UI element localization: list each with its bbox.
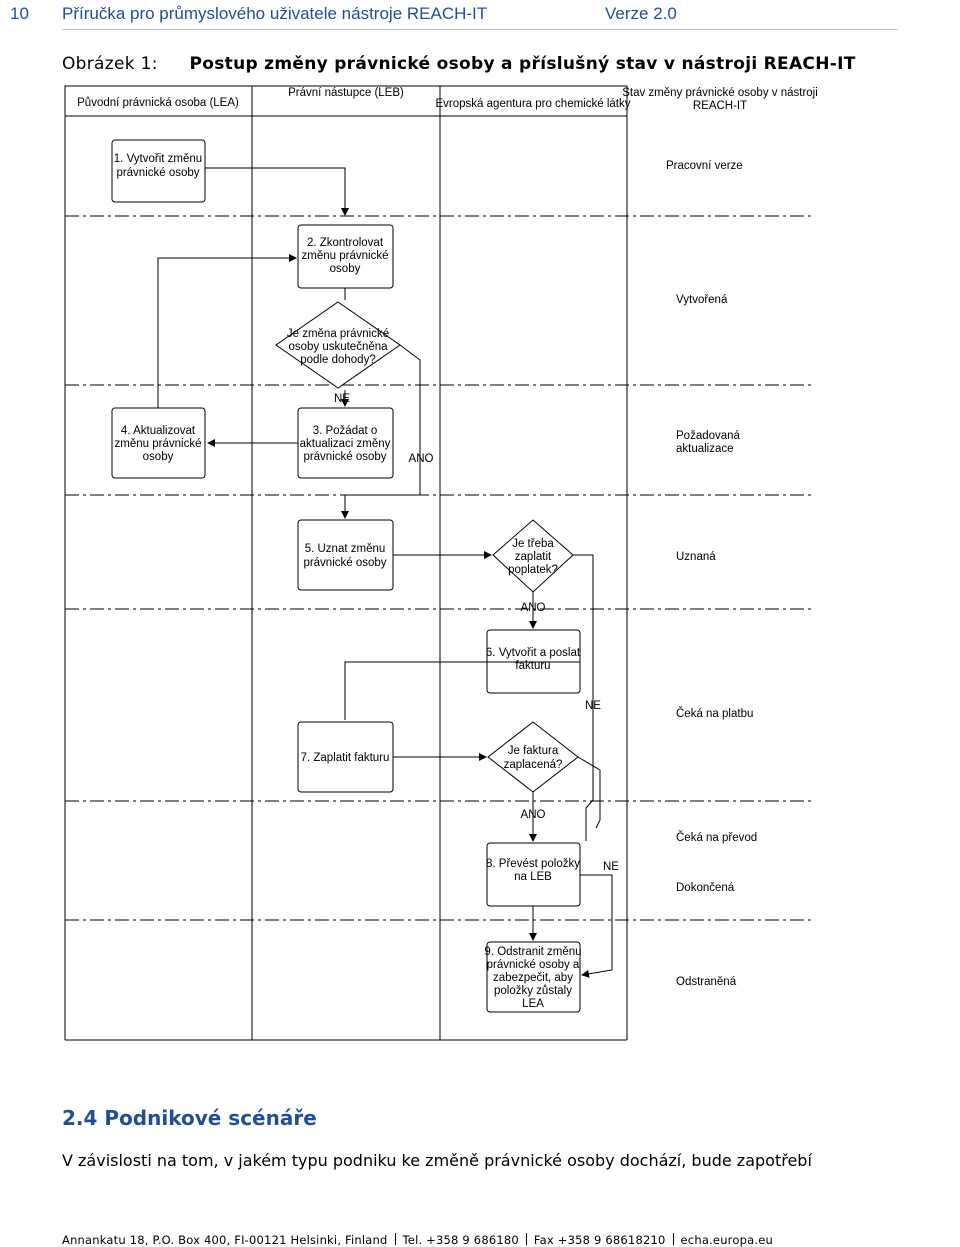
label-ano-2: ANO xyxy=(521,602,546,614)
footer-address: Annankatu 18, P.O. Box 400, FI-00121 Hel… xyxy=(62,1233,388,1247)
section-heading: 2.4 Podnikové scénáře xyxy=(62,1106,317,1130)
decision-2-text-1: Je třeba xyxy=(512,538,554,550)
status-ceka-na-platbu: Čeká na platbu xyxy=(676,707,753,720)
step-9-text-1: 9. Odstranit změnu xyxy=(484,946,581,958)
status-vytvorena: Vytvořená xyxy=(676,294,728,306)
figure-caption: Postup změny právnické osoby a příslušný… xyxy=(189,54,856,74)
header-rule xyxy=(62,29,898,30)
section-title: Podnikové scénáře xyxy=(104,1106,317,1130)
decision-1-text-3: podle dohody? xyxy=(300,354,375,366)
step-9-text-4: položky zůstaly xyxy=(494,985,572,997)
status-dokoncena: Dokončená xyxy=(676,882,735,894)
status-pracovni-verze: Pracovní verze xyxy=(666,160,743,172)
step-8-text-1: 8. Převést položky xyxy=(486,858,580,870)
page-number: 10 xyxy=(10,4,29,23)
status-pozadovana-2: aktualizace xyxy=(676,443,734,455)
footer-separator xyxy=(394,1233,396,1245)
page-header: 10 Příručka pro průmyslového uživatele n… xyxy=(0,0,960,30)
decision-2-text-2: zaplatit xyxy=(515,551,552,563)
step-8-text-2: na LEB xyxy=(514,871,552,883)
page-footer: Annankatu 18, P.O. Box 400, FI-00121 Hel… xyxy=(62,1233,773,1247)
label-ne-2: NE xyxy=(585,700,601,712)
step-4-text-2: změnu právnické xyxy=(115,438,202,450)
step-7-text: 7. Zaplatit fakturu xyxy=(301,752,390,764)
body-paragraph: V závislosti na tom, v jakém typu podnik… xyxy=(62,1151,812,1170)
step-4-text-1: 4. Aktualizovat xyxy=(121,425,196,437)
step-9-text-2: právnické osoby a xyxy=(487,959,580,971)
footer-fax: Fax +358 9 68618210 xyxy=(533,1233,666,1247)
step-9-box xyxy=(486,941,581,1013)
status-ceka-na-prevod: Čeká na převod xyxy=(676,831,757,844)
status-pozadovana-1: Požadovaná xyxy=(676,430,741,442)
status-uznana: Uznaná xyxy=(676,551,716,563)
lane-title-lea: Původní právnická osoba (LEA) xyxy=(77,97,239,109)
label-ano-3: ANO xyxy=(521,809,546,821)
step-4-text-3: osoby xyxy=(143,451,174,463)
document-title: Příručka pro průmyslového uživatele nást… xyxy=(62,4,488,23)
label-ne-1: NE xyxy=(334,393,350,405)
decision-1-text-2: osoby uskutečněna xyxy=(288,341,388,353)
lane-title-status-1: Stav změny právnické osoby v nástroji xyxy=(622,87,818,99)
step-2-text-1: 2. Zkontrolovat xyxy=(307,237,384,249)
step-2-text-2: změnu právnické xyxy=(302,250,389,262)
step-2-text-3: osoby xyxy=(330,263,361,275)
document-version: Verze 2.0 xyxy=(605,4,677,23)
decision-3-text-2: zaplacená? xyxy=(504,759,563,771)
step-3-text-3: právnické osoby xyxy=(303,451,386,463)
decision-3 xyxy=(487,721,579,793)
lane-title-status-2: REACH-IT xyxy=(693,100,747,112)
footer-web: echa.europa.eu xyxy=(680,1233,773,1247)
decision-1 xyxy=(275,301,401,389)
step-5-box xyxy=(297,519,394,591)
decision-3-text-1: Je faktura xyxy=(508,745,559,757)
figure-title: Obrázek 1: Postup změny právnické osoby … xyxy=(62,54,856,74)
step-9-text-5: LEA xyxy=(522,998,544,1010)
step-6-text-1: 6. Vytvořit a poslat xyxy=(486,647,581,659)
step-1-text-1: 1. Vytvořit změnu xyxy=(114,153,202,165)
section-number: 2.4 xyxy=(62,1106,98,1130)
step-9-text-3: zabezpečit, aby xyxy=(493,972,573,984)
status-odstranena: Odstraněná xyxy=(676,976,737,988)
step-6-text-2: fakturu xyxy=(515,660,550,672)
footer-separator xyxy=(525,1233,527,1245)
step-1-text-2: právnické osoby xyxy=(116,167,199,179)
label-ano-1: ANO xyxy=(409,453,434,465)
step-3-text-1: 3. Požádat o xyxy=(313,425,378,437)
decision-2-text-3: poplatek? xyxy=(508,564,558,576)
lane-title-echa: Evropská agentura pro chemické látky xyxy=(436,98,631,110)
label-ne-3: NE xyxy=(603,861,619,873)
step-3-text-2: aktualizaci změny xyxy=(300,438,391,450)
footer-tel: Tel. +358 9 686180 xyxy=(402,1233,519,1247)
step-5-text-2: právnické osoby xyxy=(303,557,386,569)
lane-title-leb: Právní nástupce (LEB) xyxy=(288,87,404,99)
step-1-box xyxy=(111,139,206,203)
step-5-text-1: 5. Uznat změnu xyxy=(305,543,386,555)
footer-separator xyxy=(672,1233,674,1245)
figure-label: Obrázek 1: xyxy=(62,54,158,74)
decision-1-text-1: Je změna právnické xyxy=(287,328,389,340)
